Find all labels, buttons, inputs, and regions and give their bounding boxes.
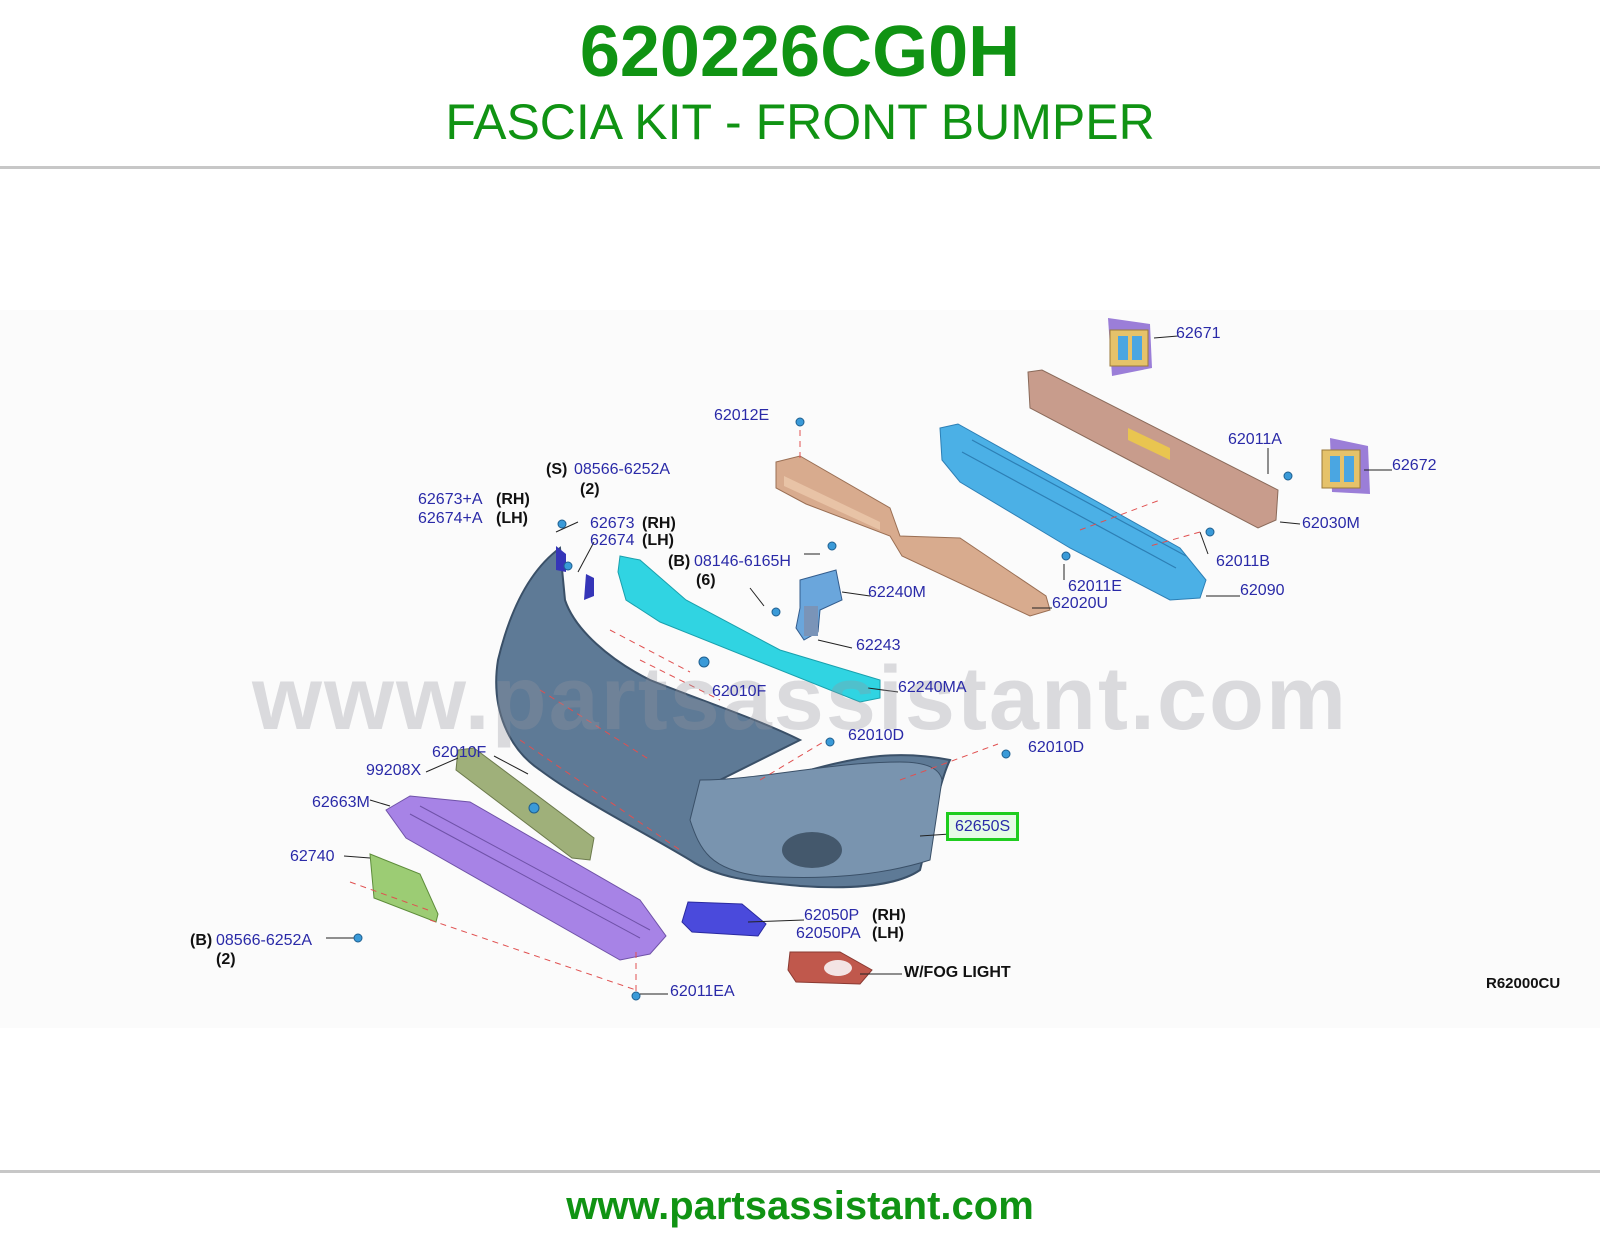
rh-tag-3: (RH): [872, 907, 906, 924]
lh-tag-2: (LH): [642, 532, 674, 549]
callout-62671[interactable]: 62671: [1176, 325, 1221, 342]
callout-62050P[interactable]: 62050P: [804, 907, 860, 924]
parts-diagram: www.partsassistant.com 62671 62012E 6201…: [0, 310, 1600, 1028]
page-header: 620226CG0H FASCIA KIT - FRONT BUMPER: [0, 0, 1600, 168]
callout-62011E[interactable]: 62011E: [1068, 578, 1122, 595]
callout-62010D-a[interactable]: 62010D: [848, 727, 905, 744]
reinforcement-62030M-icon: [1027, 369, 1279, 529]
reinforcement-99208X-icon: [455, 747, 595, 861]
b-bolt-tag-2: (B): [190, 932, 213, 949]
callout-62010F-a[interactable]: 62010F: [712, 683, 767, 700]
dashed-assembly-lines: [349, 430, 1201, 994]
leader-lines: [326, 335, 1392, 995]
lh-tag-1: (LH): [496, 510, 528, 527]
callout-62673[interactable]: 62673: [590, 515, 635, 532]
diagram-code: R62000CU: [1486, 975, 1561, 992]
fasteners: [353, 417, 1293, 1001]
callout-62030M[interactable]: 62030M: [1302, 515, 1360, 532]
callout-62240M[interactable]: 62240M: [868, 584, 926, 601]
shield-62020U-icon: [775, 455, 1051, 617]
undercover-62663M-icon: [385, 795, 667, 961]
header-divider: [0, 166, 1600, 169]
callout-62243[interactable]: 62243: [856, 637, 901, 654]
callout-62050PA[interactable]: 62050PA: [796, 925, 861, 942]
fog-cover-62050P-icon: [681, 901, 767, 937]
callout-08566-6252A-top[interactable]: 08566-6252A: [574, 461, 671, 478]
callout-62674[interactable]: 62674: [590, 532, 635, 549]
s-bolt-tag: (S): [546, 461, 568, 478]
callout-62672[interactable]: 62672: [1392, 457, 1437, 474]
rh-tag-1: (RH): [496, 491, 530, 508]
absorber-62090-icon: [939, 423, 1207, 601]
qty-2-top: (2): [580, 481, 600, 498]
callout-62673A[interactable]: 62673+A: [418, 491, 483, 508]
part-number-title: 620226CG0H: [579, 12, 1021, 92]
footer-website-link[interactable]: www.partsassistant.com: [566, 1184, 1034, 1228]
callout-62011A[interactable]: 62011A: [1228, 431, 1282, 448]
callout-62740[interactable]: 62740: [290, 848, 335, 865]
rh-tag-2: (RH): [642, 515, 676, 532]
fog-light-note: W/FOG LIGHT: [904, 964, 1011, 981]
b-bolt-tag-1: (B): [668, 553, 691, 570]
callout-99208X[interactable]: 99208X: [366, 762, 422, 779]
exploded-view-illustration: [326, 318, 1392, 1001]
fog-bezel-wfog-icon: [787, 951, 873, 985]
callout-62650S-highlighted[interactable]: 62650S: [946, 812, 1020, 841]
callout-62011EA[interactable]: 62011EA: [670, 983, 735, 1000]
callout-62020U[interactable]: 62020U: [1052, 595, 1109, 612]
callout-62674A[interactable]: 62674+A: [418, 510, 483, 527]
callout-08146-6165H[interactable]: 08146-6165H: [694, 553, 791, 570]
part-name-subtitle: FASCIA KIT - FRONT BUMPER: [445, 94, 1155, 150]
bracket-62672-icon: [1321, 438, 1370, 494]
callout-62663M[interactable]: 62663M: [312, 794, 370, 811]
callout-62240MA[interactable]: 62240MA: [898, 679, 967, 696]
qty-6: (6): [696, 572, 716, 589]
callout-62010D-b[interactable]: 62010D: [1028, 739, 1085, 756]
footer-divider: [0, 1170, 1600, 1173]
retainer-62240MA-icon: [617, 555, 881, 703]
callout-62011B[interactable]: 62011B: [1216, 553, 1270, 570]
callout-62090[interactable]: 62090: [1240, 582, 1285, 599]
bracket-62740-icon: [369, 853, 439, 923]
bumper-fascia-62650S-icon: [495, 546, 952, 889]
qty-2-bottom: (2): [216, 951, 236, 968]
bracket-62671-icon: [1108, 318, 1152, 376]
callout-62010F-b[interactable]: 62010F: [432, 744, 487, 761]
callout-62012E[interactable]: 62012E: [714, 407, 770, 424]
callout-08566-6252A-bottom[interactable]: 08566-6252A: [216, 932, 313, 949]
bracket-62240M-icon: [795, 569, 843, 641]
lh-tag-3: (LH): [872, 925, 904, 942]
